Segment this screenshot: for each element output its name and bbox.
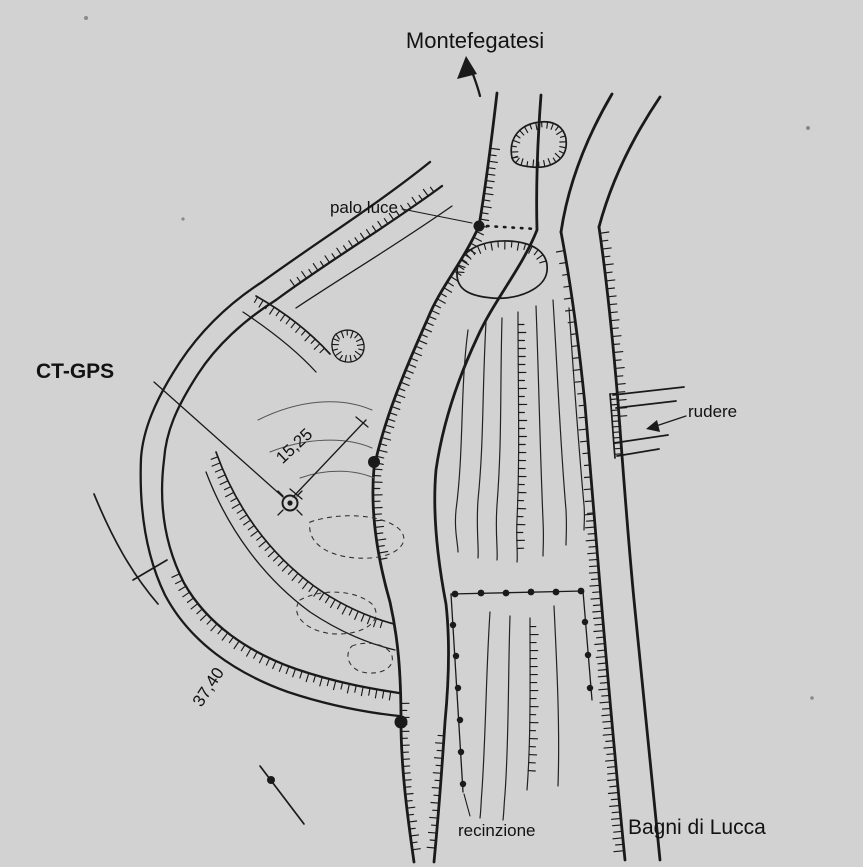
left-road-southwest-continuation	[93, 493, 159, 605]
left-road-outer-edge	[139, 280, 401, 718]
inner-track-lower-edge	[205, 471, 396, 651]
dashed-area-outline	[309, 515, 405, 559]
light-pole	[401, 208, 538, 232]
fork-right-branch-right-edge	[597, 95, 662, 229]
slope-line	[454, 329, 469, 553]
small-bank-pocket	[331, 329, 365, 363]
left-road-upper-arc-outer	[260, 160, 432, 284]
crossing-tick	[132, 559, 168, 581]
ruin-upper-wall-inner	[615, 400, 677, 409]
hatch-ticks	[289, 186, 435, 287]
fence-label-leader	[463, 793, 471, 817]
hatch-ticks	[426, 734, 445, 849]
dotted-connector	[485, 224, 538, 231]
fork-right-branch-left-edge	[559, 92, 614, 234]
measurement-line	[292, 419, 367, 498]
right-road	[555, 225, 662, 862]
hatch-ticks	[210, 456, 384, 628]
contour-line	[269, 439, 373, 453]
hatch-ticks	[372, 147, 500, 851]
hatch-ticks	[516, 323, 528, 550]
label-ct-gps: CT-GPS	[36, 360, 114, 383]
measurement-short	[289, 416, 380, 500]
lower-slope-field	[479, 605, 560, 821]
ruin-lower-wall-inner	[616, 448, 660, 457]
fence-lines	[449, 587, 594, 817]
hatch-ticks	[456, 240, 547, 273]
dashed-area-outline	[296, 591, 377, 635]
junction-oval-bank	[456, 240, 548, 300]
fence-horizontal	[450, 590, 584, 595]
left-road-upper-arc-third	[295, 205, 453, 309]
hatch-ticks	[253, 296, 326, 354]
ruin-structure	[609, 386, 687, 459]
ruin-lower-wall	[613, 434, 669, 444]
hatch-ticks	[171, 573, 392, 701]
survey-point-center	[287, 500, 293, 506]
left-road-inner-edge	[160, 298, 401, 695]
upper-bank-edge	[255, 295, 331, 355]
hatch-ticks	[510, 121, 567, 168]
paper-specks	[84, 16, 814, 700]
upper-bank-lower-edge	[242, 311, 317, 373]
fence-vertical-left	[450, 593, 464, 793]
light-pole-leader	[401, 208, 473, 224]
inner-track-upper-edge	[215, 451, 395, 625]
mark-line	[259, 765, 305, 825]
montefegatesi-arrow	[457, 56, 482, 98]
road-edge-dot	[368, 456, 380, 468]
hatch-ticks	[609, 392, 623, 455]
slope-line	[495, 317, 503, 561]
road-fork	[456, 92, 662, 300]
contour-line	[299, 470, 375, 479]
slope-line	[568, 307, 586, 531]
label-palo-luce: palo luce	[330, 198, 398, 217]
measurement-tick	[289, 488, 303, 500]
slope-line	[553, 605, 560, 787]
road-bend-dot	[394, 715, 408, 729]
hatch-ticks	[331, 329, 365, 363]
inner-track	[205, 295, 396, 651]
light-pole-dot	[473, 220, 485, 232]
survey-point-circle	[281, 494, 299, 512]
hatch-ticks	[527, 626, 539, 772]
left-curved-road	[93, 160, 453, 718]
field-contours	[257, 401, 405, 674]
slope-line	[552, 299, 568, 546]
slope-line	[479, 611, 491, 819]
label-recinzione: recinzione	[458, 821, 536, 840]
slope-line	[476, 321, 487, 559]
measurement-tick	[355, 416, 369, 428]
main-road-right-edge	[432, 93, 543, 864]
hatch-ticks	[555, 250, 625, 853]
middle-slope-field	[454, 299, 586, 563]
slope-line	[502, 615, 511, 821]
ruin-upper-wall	[612, 386, 685, 396]
arrow-head-icon	[457, 56, 477, 79]
mark-dot	[267, 776, 275, 784]
label-montefegatesi: Montefegatesi	[406, 28, 544, 53]
slope-line	[535, 305, 545, 557]
survey-point-leader	[153, 381, 284, 498]
label-bagni-di-lucca: Bagni di Lucca	[628, 816, 766, 839]
fence-posts	[449, 587, 594, 788]
contour-line	[257, 401, 373, 421]
bottom-left-mark	[259, 765, 305, 825]
label-rudere: rudere	[688, 402, 737, 421]
ruin-arrow-head-icon	[646, 420, 660, 432]
